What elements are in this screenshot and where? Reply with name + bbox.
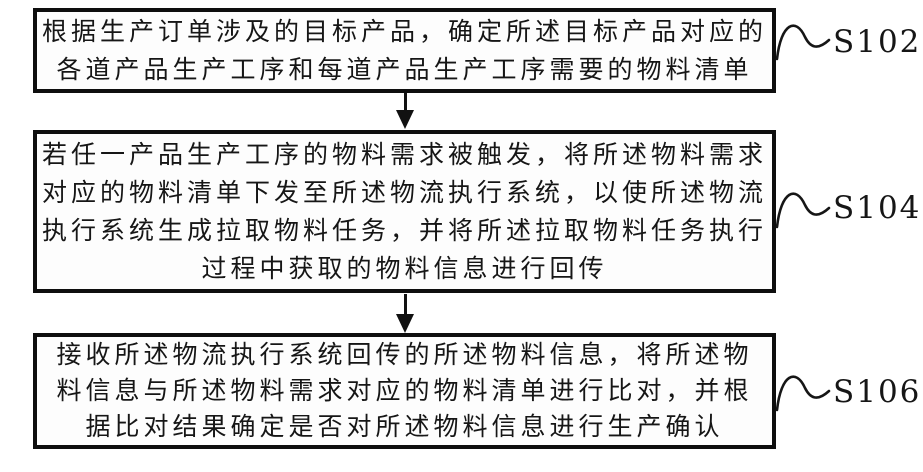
step-s102-line-1: 根据生产订单涉及的目标产品，确定所述目标产品对应的 [41,16,767,46]
step-ref-label-s102: S102 [833,24,922,60]
step-s104-line-2: 对应的物料清单下发至所述物流执行系统，以使所述物流 [41,177,767,207]
arrow-stem [403,93,407,110]
flow-arrow-down-1 [395,93,415,129]
step-box-s104: 若任一产品生产工序的物料需求被触发，将所述物料需求 对应的物料清单下发至所述物流… [33,130,776,293]
step-s104-line-1: 若任一产品生产工序的物料需求被触发，将所述物料需求 [41,139,767,169]
reference-squiggle-icon-s104 [775,192,831,229]
reference-squiggle-icon-s106 [775,375,831,412]
arrow-head-icon [396,314,414,333]
step-s102-line-2: 各道产品生产工序和每道产品生产工序需要的物料清单 [56,54,753,84]
step-s106-line-3: 据比对结果确定是否对所述物料信息进行生产确认 [85,412,724,441]
step-s106-line-1: 接收所述物流执行系统回传的所述物料信息，将所述物 [56,340,753,369]
reference-squiggle-icon-s102 [775,24,831,61]
step-s104-line-3: 执行系统生成拉取物料任务，并将所述拉取物料任务执行 [41,215,767,245]
arrow-stem [403,294,407,314]
step-s104-line-4: 过程中获取的物料信息进行回传 [201,253,608,283]
step-box-s106: 接收所述物流执行系统回传的所述物料信息，将所述物 料信息与所述物料需求对应的物料… [33,333,776,449]
step-s106-line-2: 料信息与所述物料需求对应的物料清单进行比对，并根 [56,376,753,405]
flow-arrow-down-2 [395,294,415,333]
step-ref-label-s104: S104 [833,190,922,226]
step-box-s102: 根据生产订单涉及的目标产品，确定所述目标产品对应的 各道产品生产工序和每道产品生… [33,8,776,93]
step-ref-label-s106: S106 [833,374,922,410]
arrow-head-icon [396,110,414,129]
